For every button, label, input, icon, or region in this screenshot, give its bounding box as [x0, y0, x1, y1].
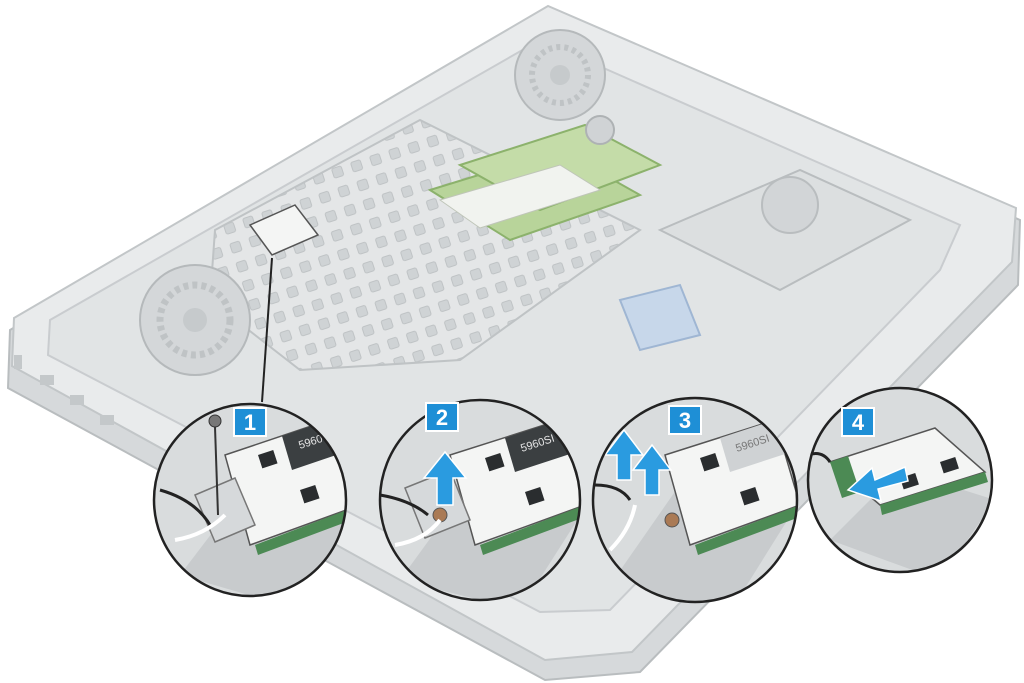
arrow-left-icon — [846, 465, 909, 503]
wlan-card-overview — [248, 204, 320, 256]
side-ports — [14, 355, 114, 425]
arrow-up-icon — [631, 443, 673, 496]
arrow-up-icon — [603, 428, 645, 481]
antenna-cable — [394, 518, 442, 547]
screw-icon — [208, 414, 222, 516]
antenna-cable — [594, 483, 632, 501]
step-number: 4 — [852, 410, 865, 435]
step-number: 2 — [436, 405, 448, 430]
antenna-cable — [380, 493, 429, 517]
step-number: 3 — [679, 408, 691, 433]
fan-icon — [139, 264, 251, 376]
touchpad-connector — [618, 283, 702, 352]
antenna-cable — [608, 504, 637, 552]
step-3-callout: 5960SI 3 — [591, 396, 799, 604]
step-2-callout: 5960SI 2 — [378, 398, 582, 602]
step-2-badge: 2 — [425, 402, 459, 432]
callout-leader-line — [261, 257, 273, 403]
fan-icon — [514, 29, 606, 121]
arrow-up-icon — [422, 450, 468, 506]
step-1-callout: 5960SI 1 — [152, 402, 348, 598]
step-4-callout: 4 — [806, 386, 994, 574]
step-1-badge: 1 — [233, 407, 267, 437]
step-3-badge: 3 — [668, 405, 702, 435]
coin-battery — [585, 115, 615, 145]
memory-modules — [427, 123, 663, 242]
step-number: 1 — [244, 410, 256, 435]
antenna-cable — [159, 488, 212, 526]
step-4-badge: 4 — [841, 407, 875, 437]
antenna-cable — [174, 513, 227, 542]
